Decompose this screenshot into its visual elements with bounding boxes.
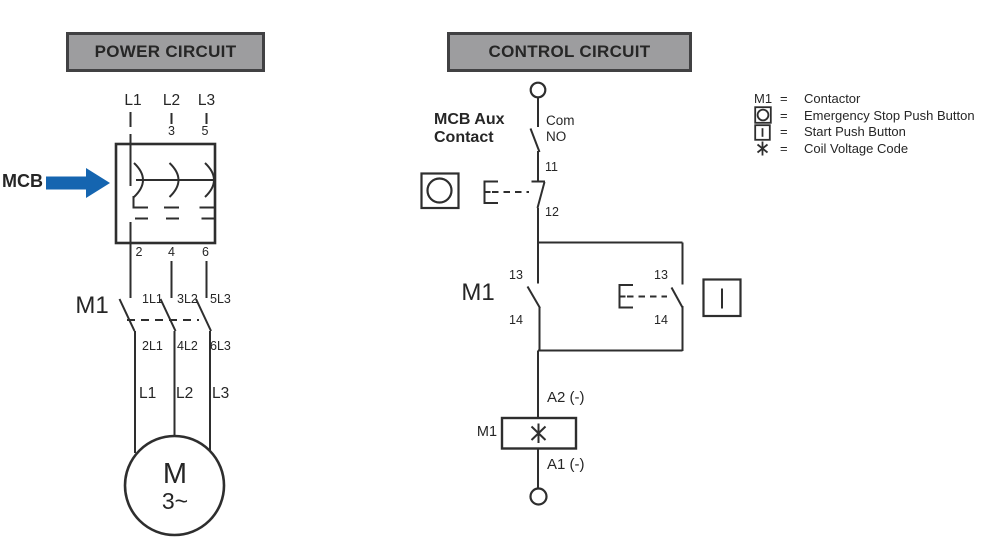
terminal-number-6: 6 <box>202 245 209 259</box>
aux-contact-label-line1: MCB Aux <box>434 111 505 128</box>
legend-equals: = <box>780 141 788 157</box>
contactor-main-contacts <box>118 298 212 453</box>
legend-contactor-ref: M1 <box>754 90 773 106</box>
control-circuit-header: CONTROL CIRCUIT <box>447 32 692 72</box>
estop-button-small-icon <box>754 106 780 124</box>
legend: M1 = Contactor = Emergency Stop Push But… <box>754 90 1000 157</box>
start-terminal-14: 14 <box>654 313 668 327</box>
estop-terminal-11: 11 <box>545 160 558 174</box>
power-circuit-header: POWER CIRCUIT <box>66 32 265 72</box>
aux-no-label: NO <box>546 129 567 144</box>
aux-contact-label-line2: Contact <box>434 129 494 146</box>
terminal-number-3: 3 <box>168 124 175 138</box>
coil-terminal-a1: A1 (-) <box>547 456 585 473</box>
contact-terminal-6l3: 6L3 <box>210 339 231 353</box>
terminal-number-4: 4 <box>168 245 175 259</box>
motor-symbol <box>123 434 226 537</box>
motor-letter: M <box>162 458 188 490</box>
terminal-number-2: 2 <box>135 245 143 259</box>
mcb-output-leads <box>129 222 208 298</box>
contact-terminal-3l2: 3L2 <box>177 292 198 306</box>
contact-terminal-4l2: 4L2 <box>177 339 198 353</box>
legend-row-start: = Start Push Button <box>754 123 1000 141</box>
mcb-label: MCB <box>2 171 43 191</box>
legend-row-coil: = Coil Voltage Code <box>754 140 1000 157</box>
power-circuit-title: POWER CIRCUIT <box>94 42 237 61</box>
hold-terminal-13: 13 <box>509 268 523 282</box>
supply-terminal-bottom <box>529 487 548 506</box>
legend-label-contactor: Contactor <box>804 90 861 106</box>
contact-terminal-1l1: 1L1 <box>142 292 163 306</box>
start-button-icon <box>702 278 742 318</box>
start-contact-symbol <box>618 284 684 351</box>
mcb-aux-contact-symbol <box>529 97 541 181</box>
legend-equals: = <box>780 90 788 106</box>
mcb-pointer-arrow <box>46 168 110 198</box>
power-supply-leads <box>129 112 208 186</box>
coil-terminal-a2: A2 (-) <box>547 389 585 406</box>
contactor-ref-power: M1 <box>75 292 109 319</box>
legend-label-start: Start Push Button <box>804 124 906 140</box>
estop-terminal-12: 12 <box>545 205 559 219</box>
feeder-label-l3: L3 <box>212 385 230 402</box>
aux-com-label: Com <box>546 113 575 128</box>
terminal-number-5: 5 <box>201 124 209 138</box>
estop-button-icon <box>420 172 460 210</box>
feeder-label-l2: L2 <box>176 385 194 402</box>
legend-label-coil: Coil Voltage Code <box>804 141 909 157</box>
estop-contact-symbol <box>483 180 546 244</box>
legend-row-contactor: M1 = Contactor <box>754 90 1000 107</box>
start-button-small-icon <box>754 123 780 141</box>
legend-label-estop: Emergency Stop Push Button <box>804 107 975 123</box>
contactor-ref-control: M1 <box>461 279 495 306</box>
control-circuit-title: CONTROL CIRCUIT <box>488 42 651 61</box>
motor-phase-label: 3~ <box>161 488 189 514</box>
mcb-breaker-symbol <box>114 142 217 245</box>
contact-terminal-5l3: 5L3 <box>210 292 231 306</box>
contact-terminal-2l1: 2L1 <box>142 339 163 353</box>
contactor-coil-symbol <box>500 416 578 488</box>
phase-label-l2: L2 <box>162 92 181 109</box>
m1-holding-contact-symbol <box>526 285 541 351</box>
legend-row-estop: = Emergency Stop Push Button <box>754 106 1000 124</box>
phase-label-l3: L3 <box>197 92 216 109</box>
start-terminal-13: 13 <box>654 268 668 282</box>
coil-star-small-icon <box>754 140 780 157</box>
feeder-label-l1: L1 <box>139 385 157 402</box>
branch-wiring <box>537 241 684 418</box>
hold-terminal-14: 14 <box>509 313 523 327</box>
legend-equals: = <box>780 107 788 123</box>
legend-equals: = <box>780 124 788 140</box>
phase-label-l1: L1 <box>124 92 142 109</box>
supply-terminal-top <box>529 81 547 99</box>
coil-ref-label: M1 <box>476 424 498 440</box>
